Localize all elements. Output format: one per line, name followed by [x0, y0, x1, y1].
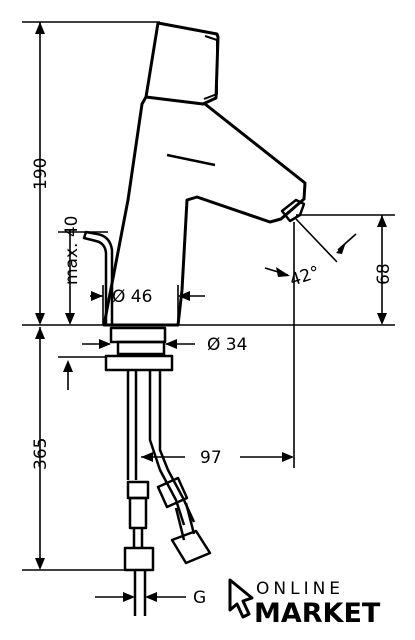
dim-spout-height: 68 — [374, 263, 394, 285]
dim-projection: 97 — [200, 448, 222, 468]
dim-total-height: 190 — [31, 158, 51, 190]
mount-nut — [116, 340, 166, 356]
mounting-assembly — [104, 326, 212, 616]
left-ferrule-top — [126, 480, 150, 500]
online-market-logo: ONLINE MARKET — [228, 578, 381, 629]
right-ferrule — [156, 476, 189, 509]
cursor-icon — [228, 578, 254, 619]
dimension-labels: 190 max. 40 68 42° Ø 46 Ø 34 365 97 G — [31, 158, 394, 608]
dimension-lines — [22, 21, 395, 598]
mount-collar — [109, 326, 167, 344]
left-ferrule-bottom — [128, 496, 148, 530]
mount-plate — [104, 354, 174, 372]
body-mark — [166, 153, 216, 167]
right-tube — [174, 502, 196, 541]
dimension-arrows — [35, 22, 387, 602]
left-connector — [123, 546, 155, 572]
dim-angle: 42° — [287, 262, 322, 290]
dim-mount-diameter: Ø 34 — [207, 335, 247, 355]
logo-line-2: MARKET — [254, 598, 381, 629]
push-cap-inner-edge — [203, 35, 218, 100]
push-cap — [144, 21, 220, 106]
right-hose — [148, 370, 196, 526]
drain-lever — [82, 230, 114, 325]
dim-body-diameter: Ø 46 — [112, 287, 152, 307]
right-connector — [170, 529, 212, 565]
body-outline — [102, 96, 307, 327]
dim-hose-length: 365 — [31, 438, 51, 470]
shank — [126, 370, 138, 480]
dim-thread: G — [193, 588, 206, 608]
left-pipe — [133, 570, 147, 616]
left-tube — [132, 528, 144, 548]
dim-max-height: max. 40 — [62, 216, 82, 285]
logo-line-1: ONLINE — [256, 579, 344, 599]
spout-aerator — [280, 198, 306, 223]
faucet-body — [82, 21, 307, 327]
